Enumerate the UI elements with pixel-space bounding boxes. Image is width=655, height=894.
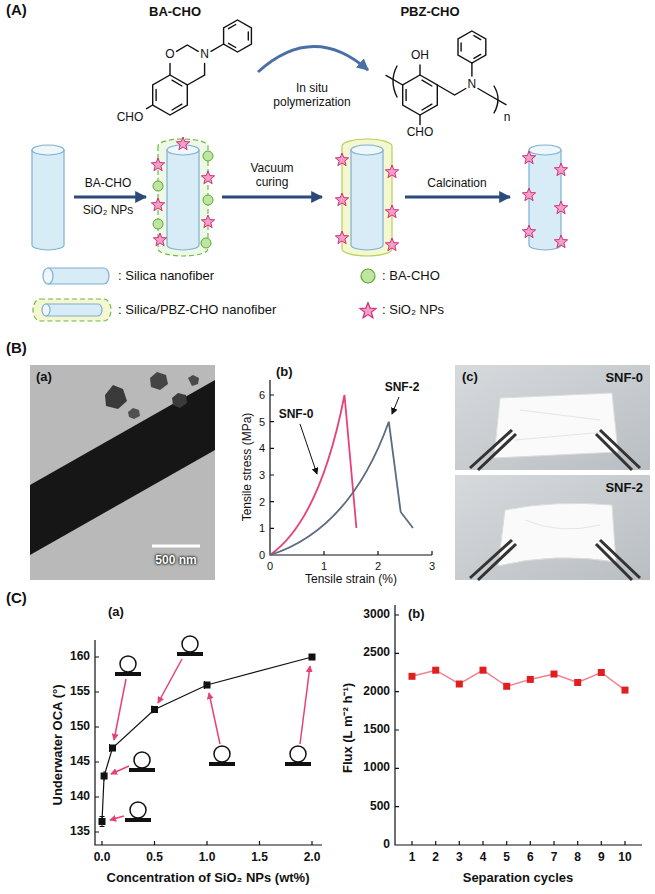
tick-label: 1: [259, 522, 265, 535]
panel-letter: (a): [108, 605, 124, 620]
tick-label: 3: [429, 560, 435, 573]
tick-label: 0: [267, 560, 273, 573]
tick-label: 135: [70, 825, 90, 839]
tick-label: 5: [503, 851, 510, 865]
series-label: SNF-2: [385, 381, 420, 395]
tick-label: 2: [259, 495, 265, 508]
tick-label: 3: [259, 469, 265, 482]
tick-label: 3: [456, 851, 463, 865]
tick-label: 2500: [363, 646, 390, 660]
pbz-cho-structure: [386, 31, 506, 125]
axis-label: Underwater OCA (°): [51, 684, 66, 805]
flux-chart: [395, 605, 642, 845]
process-fibers: [32, 139, 561, 256]
process-label: SiO₂ NPs: [83, 204, 134, 218]
legend-text: : Silica nanofiber: [118, 269, 214, 284]
tick-label: 8: [574, 851, 581, 865]
tick-label: 500: [370, 800, 390, 814]
process-label: BA-CHO: [85, 177, 132, 191]
legend-text: : Silica/PBZ-CHO nanofiber: [118, 303, 276, 318]
atom-label: O: [165, 48, 174, 62]
axis-label: Concentration of SiO₂ NPs (wt%): [107, 871, 310, 886]
tick-label: 145: [70, 755, 90, 769]
legend-text: : SiO₂ NPs: [382, 303, 444, 318]
tick-label: 2: [432, 851, 439, 865]
tick-label: 3000: [363, 608, 390, 622]
panel-letter: (b): [408, 607, 425, 622]
tick-label: 1000: [363, 761, 390, 775]
tick-label: 1: [409, 851, 416, 865]
tick-label: 1.5: [251, 851, 268, 865]
tick-label: 6: [527, 851, 534, 865]
ba-cho-structure: [147, 20, 252, 115]
chemical-name: BA-CHO: [149, 5, 201, 20]
tick-label: 150: [70, 720, 90, 734]
photo-label: SNF-0: [605, 371, 643, 386]
polymerization-arrow: [258, 46, 368, 72]
nanoparticles: [151, 137, 567, 251]
tem-image: [30, 365, 215, 580]
process-label: In situ polymerization: [262, 82, 362, 110]
tick-label: 9: [598, 851, 605, 865]
atom-label: CHO: [407, 126, 434, 140]
atom-label: N: [468, 78, 477, 92]
axis-label: Tensile strain (%): [305, 573, 397, 587]
atom-label: CHO: [117, 111, 144, 125]
tick-label: 0.5: [146, 851, 163, 865]
tick-label: 10: [618, 851, 631, 865]
scale-label: 500 nm: [155, 554, 196, 568]
panel-letter: (C): [6, 589, 27, 606]
tick-label: 155: [70, 685, 90, 699]
tick-label: 2: [375, 560, 381, 573]
repeat-index: n: [504, 111, 511, 125]
tensile-chart: [270, 380, 432, 555]
atom-label: N: [200, 48, 209, 62]
legend-icons: [33, 268, 376, 321]
panel-letter: (c): [462, 370, 478, 385]
panel-letter: (A): [6, 1, 27, 18]
panel-letter: (B): [6, 339, 27, 356]
tick-label: 4: [259, 442, 265, 455]
tick-label: 1.0: [199, 851, 216, 865]
chemical-name: PBZ-CHO: [400, 5, 459, 20]
tick-label: 0: [259, 549, 265, 562]
panel-letter: (a): [36, 370, 52, 385]
tick-label: 0: [383, 838, 390, 852]
tick-label: 0.0: [94, 851, 111, 865]
axis-label: Flux (L m⁻² h⁻¹): [341, 683, 356, 773]
tick-label: 7: [551, 851, 558, 865]
axis-label: Separation cycles: [463, 871, 574, 886]
tick-label: 140: [70, 790, 90, 804]
photo-label: SNF-2: [605, 481, 643, 496]
tick-label: 1: [321, 560, 327, 573]
axis-label: Tensile stress (MPa): [241, 413, 255, 522]
atom-label: OH: [411, 49, 429, 63]
process-label: Calcination: [427, 177, 486, 191]
series-label: SNF-0: [279, 408, 314, 422]
process-arrows: [74, 196, 510, 199]
tick-label: 160: [70, 650, 90, 664]
tick-label: 6: [259, 389, 265, 402]
membrane-photos: [455, 365, 650, 580]
tick-label: 1500: [363, 723, 390, 737]
tick-label: 4: [480, 851, 487, 865]
process-label: Vacuum curing: [236, 162, 308, 190]
oca-chart: [95, 636, 322, 845]
panel-letter: (b): [276, 365, 293, 380]
tick-label: 2.0: [304, 851, 321, 865]
tick-label: 2000: [363, 685, 390, 699]
tick-label: 5: [259, 415, 265, 428]
legend-text: : BA-CHO: [382, 269, 440, 284]
